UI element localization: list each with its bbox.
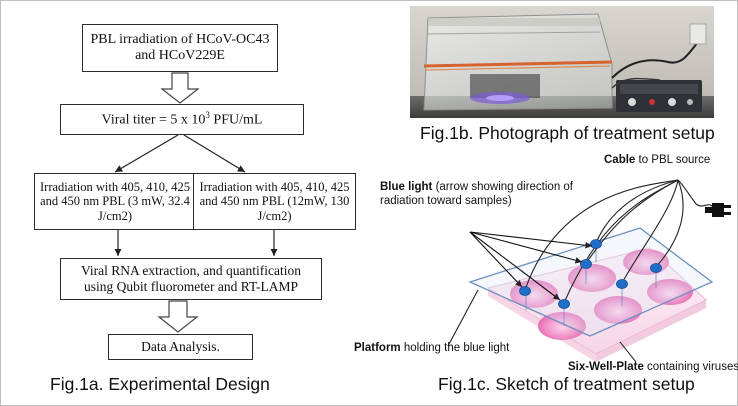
step-irradiation-high-text: Irradiation with 405, 410, 425 and 450 n… <box>199 179 350 223</box>
hollow-arrow-2 <box>157 300 199 333</box>
arrow-split-right <box>183 134 246 173</box>
step-box-rna-extraction: Viral RNA extraction, and quantification… <box>60 258 322 300</box>
platform <box>468 227 714 337</box>
label-six-well-plate: Six-Well-Plate containing viruses <box>568 361 738 373</box>
plug-icon <box>705 203 731 217</box>
caption-fig1c: Fig.1c. Sketch of treatment setup <box>438 374 695 394</box>
caption-fig1b: Fig.1b. Photograph of treatment setup <box>420 123 715 143</box>
step-data-analysis-text: Data Analysis. <box>141 339 220 355</box>
arrow-split-left <box>114 134 179 173</box>
step-box-irradiation-low: Irradiation with 405, 410, 425 and 450 n… <box>34 173 196 230</box>
step-box-data-analysis: Data Analysis. <box>108 334 253 360</box>
step-box-irradiation-high: Irradiation with 405, 410, 425 and 450 n… <box>193 173 356 230</box>
label-cable: Cable to PBL source <box>604 154 711 166</box>
step-irradiation-text: PBL irradiation of HCoV-OC43 and HCoV229… <box>90 31 270 63</box>
caption-fig1a: Fig.1a. Experimental Design <box>50 374 270 394</box>
step-viral-titer-text: Viral titer = 5 x 103 PFU/mL <box>101 110 263 128</box>
step-irradiation-low-text: Irradiation with 405, 410, 425 and 450 n… <box>40 179 190 223</box>
hollow-arrow-1 <box>160 72 200 104</box>
label-blue-light: Blue light (arrow showing direction of r… <box>380 181 574 207</box>
step-box-irradiation: PBL irradiation of HCoV-OC43 and HCoV229… <box>82 24 278 72</box>
step-box-viral-titer: Viral titer = 5 x 103 PFU/mL <box>60 104 304 135</box>
blue-light-dots <box>519 239 662 309</box>
step-rna-extraction-text: Viral RNA extraction, and quantification… <box>80 263 301 294</box>
label-platform: Platform holding the blue light <box>354 342 510 354</box>
